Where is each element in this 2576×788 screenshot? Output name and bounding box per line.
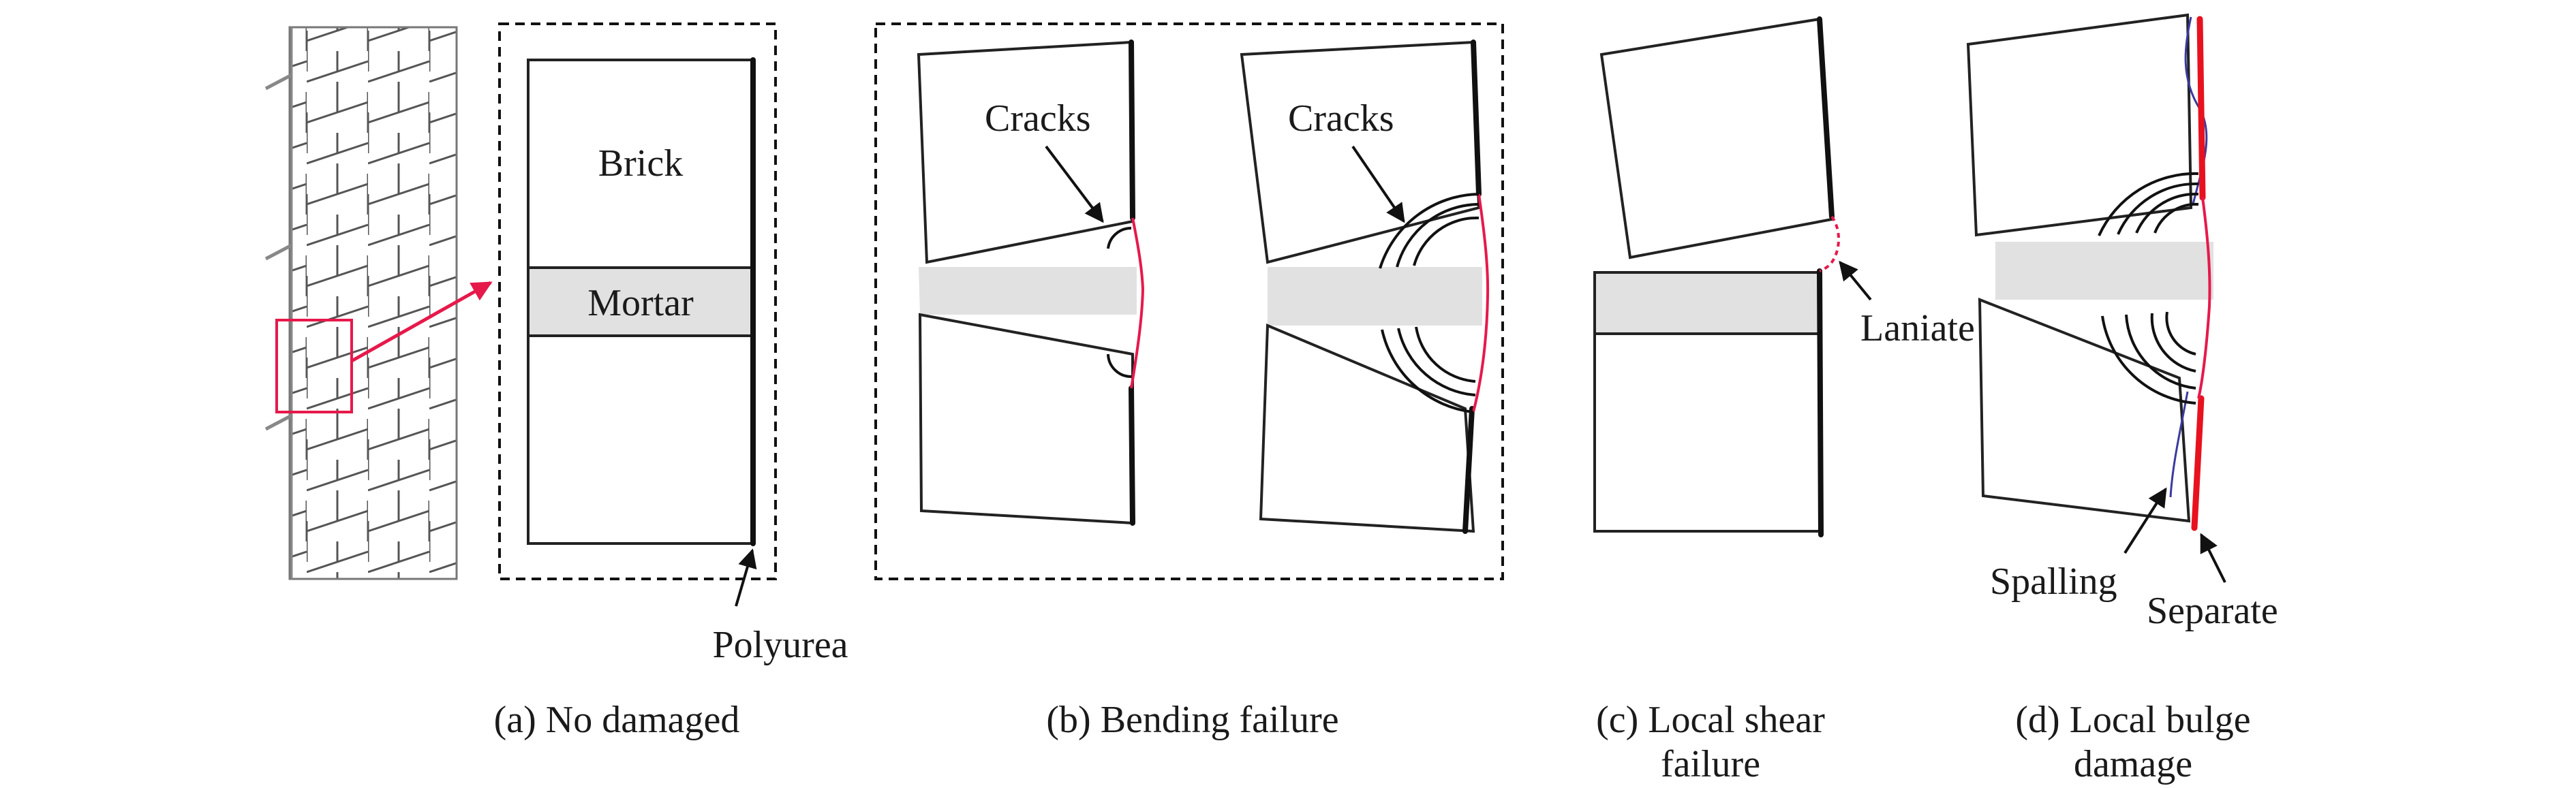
cracks-label-b1: Cracks: [985, 97, 1091, 140]
brick-label: Brick: [598, 142, 683, 185]
zoom-region-box: [275, 319, 353, 413]
spalling-label: Spalling: [1990, 561, 2117, 603]
cracks-label-b2: Cracks: [1288, 97, 1394, 140]
separate-label: Separate: [2147, 590, 2278, 632]
panel-b-right: Cracks: [1240, 40, 1490, 534]
polyurea-label: Polyurea: [712, 624, 848, 666]
mortar-label: Mortar: [587, 282, 694, 324]
caption-b: (b) Bending failure: [1046, 699, 1338, 741]
panel-c: Laniate: [1593, 16, 1975, 537]
panel-b: Cracks Cracks: [874, 22, 1504, 580]
panel-a-detail: Brick Mortar Polyurea: [498, 22, 848, 666]
panel-d: Spalling Separate: [1966, 13, 2278, 632]
caption-a: (a) No damaged: [494, 699, 740, 741]
laniate-label: Laniate: [1860, 307, 1975, 349]
caption-d-line1: (d) Local bulge: [2015, 699, 2250, 741]
panel-b-left: Cracks: [917, 40, 1145, 526]
panel-a-wall: [264, 26, 493, 580]
caption-d-line2: damage: [2074, 743, 2192, 785]
zoom-arrow: [350, 281, 493, 363]
caption-c-line2: failure: [1661, 743, 1760, 785]
caption-c-line1: (c) Local shear: [1596, 699, 1825, 741]
